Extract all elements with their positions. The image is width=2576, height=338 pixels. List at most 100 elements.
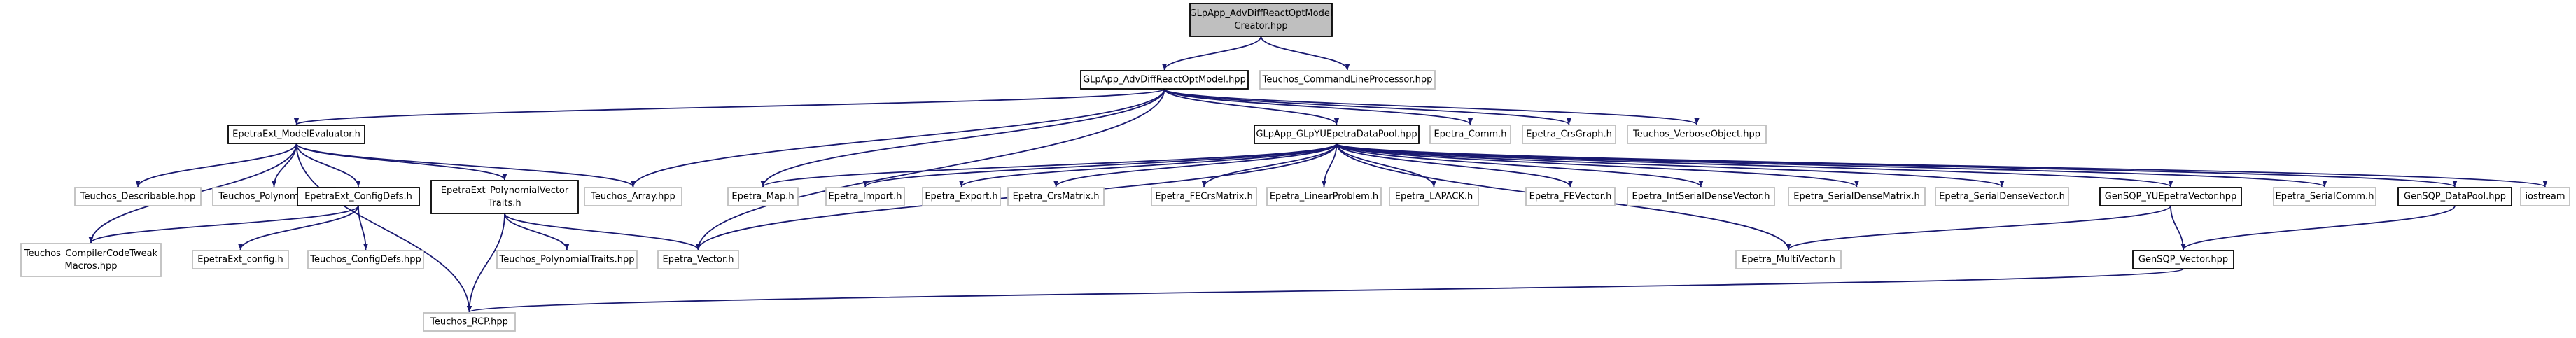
node-serialmatrix[interactable]: Epetra_SerialDenseMatrix.h [1788,187,1926,206]
node-box [74,187,202,206]
node-label: Epetra_Export.h [925,192,997,202]
node-label: Epetra_MultiVector.h [1742,255,1835,265]
edge-advdiff-to-glpyu [1163,88,1340,125]
node-box [1254,125,1420,144]
node-fecrsmatrix[interactable]: Epetra_FECrsMatrix.h [1151,187,1257,206]
edge-polyvec-to-polytraits [504,213,570,251]
node-modeleval[interactable]: EpetraExt_ModelEvaluator.h [227,125,365,144]
node-datapool[interactable]: GenSQP_DataPool.hpp [2398,187,2512,206]
edge-configdefs-to-teuchosconfigdefs [358,205,369,251]
node-label: Epetra_CrsMatrix.h [1013,192,1100,202]
node-box [584,187,682,206]
node-label: Teuchos_Describable.hpp [80,192,195,202]
node-box [1627,187,1775,206]
node-polytraits[interactable]: Teuchos_PolynomialTraits.hpp [496,250,638,269]
node-crsgraph[interactable]: Epetra_CrsGraph.h [1522,125,1616,144]
node-serialcomm[interactable]: Epetra_SerialComm.h [2273,187,2376,206]
node-multivector[interactable]: Epetra_MultiVector.h [1735,250,1842,269]
node-import[interactable]: Epetra_Import.h [825,187,905,206]
node-box [496,250,638,269]
node-array[interactable]: Teuchos_Array.hpp [584,187,682,206]
edge-glpyu-to-fevector [1336,143,1573,188]
node-lapack[interactable]: Epetra_LAPACK.h [1389,187,1479,206]
node-cmdline[interactable]: Teuchos_CommandLineProcessor.hpp [1259,70,1436,90]
node-label: Macros.hpp [65,261,118,272]
node-comm[interactable]: Epetra_Comm.h [1429,125,1511,144]
edge-modeleval-to-array [295,143,636,188]
node-label: Creator.hpp [1234,21,1287,31]
node-label: EpetraExt_ModelEvaluator.h [232,129,360,140]
edge-glpyu-to-fecrsmatrix [1201,143,1338,188]
node-box [1080,70,1249,90]
node-describable[interactable]: Teuchos_Describable.hpp [74,187,202,206]
nodes: GLpApp_AdvDiffReactOptModelCreator.hppGL… [20,3,2570,332]
node-box [430,180,579,214]
edge-gensqpvector-to-rcp [467,268,2184,313]
node-box [2520,187,2570,206]
node-serialvector[interactable]: Epetra_SerialDenseVector.h [1935,187,2069,206]
node-rcp[interactable]: Teuchos_RCP.hpp [423,312,516,332]
node-label: Teuchos_RCP.hpp [430,317,508,328]
node-label: Traits.h [487,198,521,209]
node-linearproblem[interactable]: Epetra_LinearProblem.h [1266,187,1382,206]
node-crsmatrix[interactable]: Epetra_CrsMatrix.h [1007,187,1105,206]
node-box [1935,187,2069,206]
node-box [922,187,1001,206]
node-iostream[interactable]: iostream [2520,187,2570,206]
edge-glpyu-to-lapack [1336,143,1437,188]
node-label: GLpApp_AdvDiffReactOptModel.hpp [1083,75,1246,85]
edge-modeleval-to-configdefs [295,143,361,188]
edge-configdefs-to-compilerTweak [88,205,359,244]
node-box [727,187,799,206]
edge-datapool-to-gensqpvector [2180,205,2456,251]
node-label: Teuchos_VerboseObject.hpp [1632,129,1760,140]
edge-glpyu-to-map [760,143,1338,188]
node-box [227,125,365,144]
node-box [1429,125,1511,144]
node-label: Epetra_FECrsMatrix.h [1155,192,1253,202]
node-label: Epetra_Import.h [829,192,902,202]
node-box [1525,187,1616,206]
node-fevector[interactable]: Epetra_FEVector.h [1525,187,1616,206]
node-map[interactable]: Epetra_Map.h [727,187,799,206]
edge-advdiff-to-modeleval [294,88,1166,125]
node-label: GenSQP_DataPool.hpp [2404,192,2506,202]
node-box [2132,250,2234,269]
node-label: Epetra_Comm.h [1434,129,1506,140]
node-advdiff[interactable]: GLpApp_AdvDiffReactOptModel.hpp [1080,70,1249,90]
edge-advdiff-to-crsgraph [1163,88,1572,125]
node-box [1522,125,1616,144]
node-epetravector[interactable]: Epetra_Vector.h [657,250,739,269]
node-box [423,312,516,332]
edge-glpyu-to-iostream [1336,143,2548,188]
edge-modeleval-to-rcp [295,143,472,313]
edge-glpyu-to-yuepetravec [1336,143,2174,188]
node-export[interactable]: Epetra_Export.h [922,187,1001,206]
edge-yuepetravec-to-multivector [1786,205,2171,251]
node-teuchosconfigdefs[interactable]: Teuchos_ConfigDefs.hpp [307,250,424,269]
node-gensqpvector[interactable]: GenSQP_Vector.hpp [2132,250,2234,269]
edge-polyvec-to-rcp [466,213,505,313]
node-label: Epetra_Map.h [732,192,794,202]
node-label: Epetra_LinearProblem.h [1270,192,1378,202]
node-extconfig[interactable]: EpetraExt_config.h [192,250,289,269]
edge-modeleval-to-polyvec [295,143,507,181]
node-glpyu[interactable]: GLpApp_GLpYUEpetraDataPool.hpp [1254,125,1420,144]
node-box [1266,187,1382,206]
node-verbose[interactable]: Teuchos_VerboseObject.hpp [1627,125,1767,144]
node-box [1389,187,1479,206]
node-configdefs[interactable]: EpetraExt_ConfigDefs.h [297,187,420,206]
edge-glpyu-to-crsmatrix [1054,143,1338,188]
edge-advdiff-to-array [631,88,1166,188]
node-intserial[interactable]: Epetra_IntSerialDenseVector.h [1627,187,1775,206]
node-box [1259,70,1436,90]
node-label: GLpApp_GLpYUEpetraDataPool.hpp [1256,129,1417,140]
node-box [1151,187,1257,206]
node-label: GLpApp_AdvDiffReactOptModel [1190,8,1333,19]
edge-glpyu-to-serialmatrix [1336,143,1859,188]
edge-glpyu-to-import [862,143,1338,188]
node-yuepetravec[interactable]: GenSQP_YUEpetraVector.hpp [2099,187,2242,206]
